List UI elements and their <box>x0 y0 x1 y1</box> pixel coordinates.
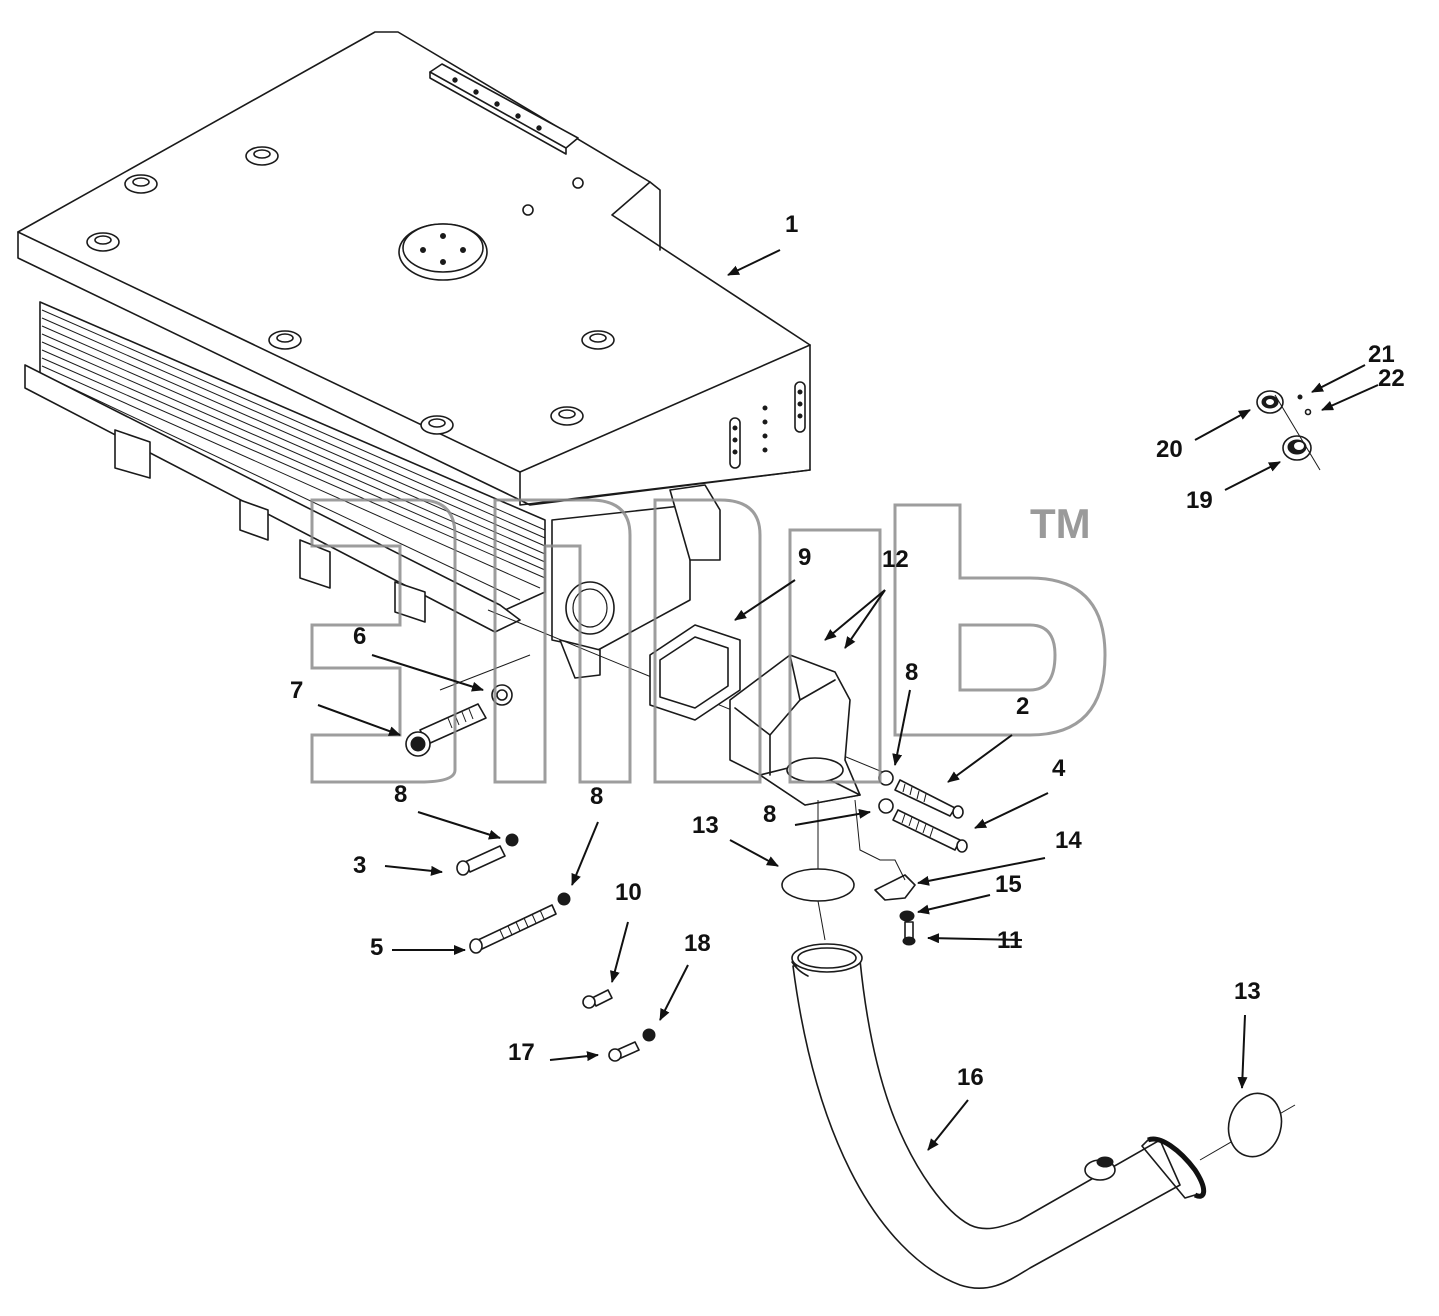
callout-labels: 1 2 3 4 5 6 7 8 8 8 8 9 10 11 12 13 13 1… <box>290 211 1405 1091</box>
callout-15: 15 <box>995 871 1022 898</box>
callout-13: 13 <box>1234 978 1261 1005</box>
seal-ring-13 <box>1227 1092 1283 1158</box>
washer-18 <box>642 1028 656 1042</box>
callout-3: 3 <box>353 852 366 879</box>
washer-15 <box>899 910 915 922</box>
leader-arrows <box>317 249 1379 1151</box>
callout-9: 9 <box>798 544 811 571</box>
callout-21: 21 <box>1368 341 1395 368</box>
fitting-20 <box>1256 390 1284 414</box>
callout-14: 14 <box>1055 827 1082 854</box>
callout-16: 16 <box>957 1064 984 1091</box>
cap-screw-3 <box>456 845 506 876</box>
callout-13: 13 <box>692 812 719 839</box>
callout-1: 1 <box>785 211 798 238</box>
access-plate <box>398 223 488 281</box>
cap-screw-4 <box>892 809 968 853</box>
cap-screw-11 <box>902 921 916 946</box>
callout-7: 7 <box>290 677 303 704</box>
cap-screw-2 <box>894 779 964 819</box>
cap-screw-10 <box>582 989 613 1009</box>
callout-4: 4 <box>1052 755 1066 782</box>
outlet-tube-16 <box>791 943 1207 1290</box>
plug-7 <box>405 703 487 757</box>
cap-screw-5 <box>469 904 557 954</box>
washer-8 <box>505 833 519 847</box>
callout-17: 17 <box>508 1039 535 1066</box>
callout-8: 8 <box>763 801 776 828</box>
seal-ring-13 <box>781 868 855 902</box>
callout-19: 19 <box>1186 487 1213 514</box>
callout-20: 20 <box>1156 436 1183 463</box>
fitting-19 <box>1282 435 1312 461</box>
fitting-pins-21-22 <box>1274 394 1321 471</box>
oil-cooler-housing <box>17 31 811 679</box>
clamp-14 <box>874 874 916 901</box>
callout-2: 2 <box>1016 693 1029 720</box>
cap-screw-17 <box>608 1041 640 1062</box>
o-ring-6 <box>491 684 513 706</box>
callout-11: 11 <box>997 927 1022 954</box>
outlet-gasket <box>649 624 741 721</box>
side-port-group <box>729 381 806 469</box>
callout-5: 5 <box>370 934 383 961</box>
washer-8 <box>878 798 894 814</box>
callout-8: 8 <box>590 783 603 810</box>
callout-6: 6 <box>353 623 366 650</box>
watermark-logo: TM <box>310 498 1107 784</box>
callout-8: 8 <box>905 659 918 686</box>
callout-12: 12 <box>882 546 909 573</box>
mounting-boss <box>86 146 615 435</box>
washer-8 <box>557 892 571 906</box>
watermark-trademark: TM <box>1030 500 1091 547</box>
terminal-bar <box>429 63 579 155</box>
outlet-elbow <box>729 654 861 806</box>
callout-8: 8 <box>394 781 407 808</box>
callout-10: 10 <box>615 879 642 906</box>
callout-18: 18 <box>684 930 711 957</box>
callout-22: 22 <box>1378 365 1405 392</box>
